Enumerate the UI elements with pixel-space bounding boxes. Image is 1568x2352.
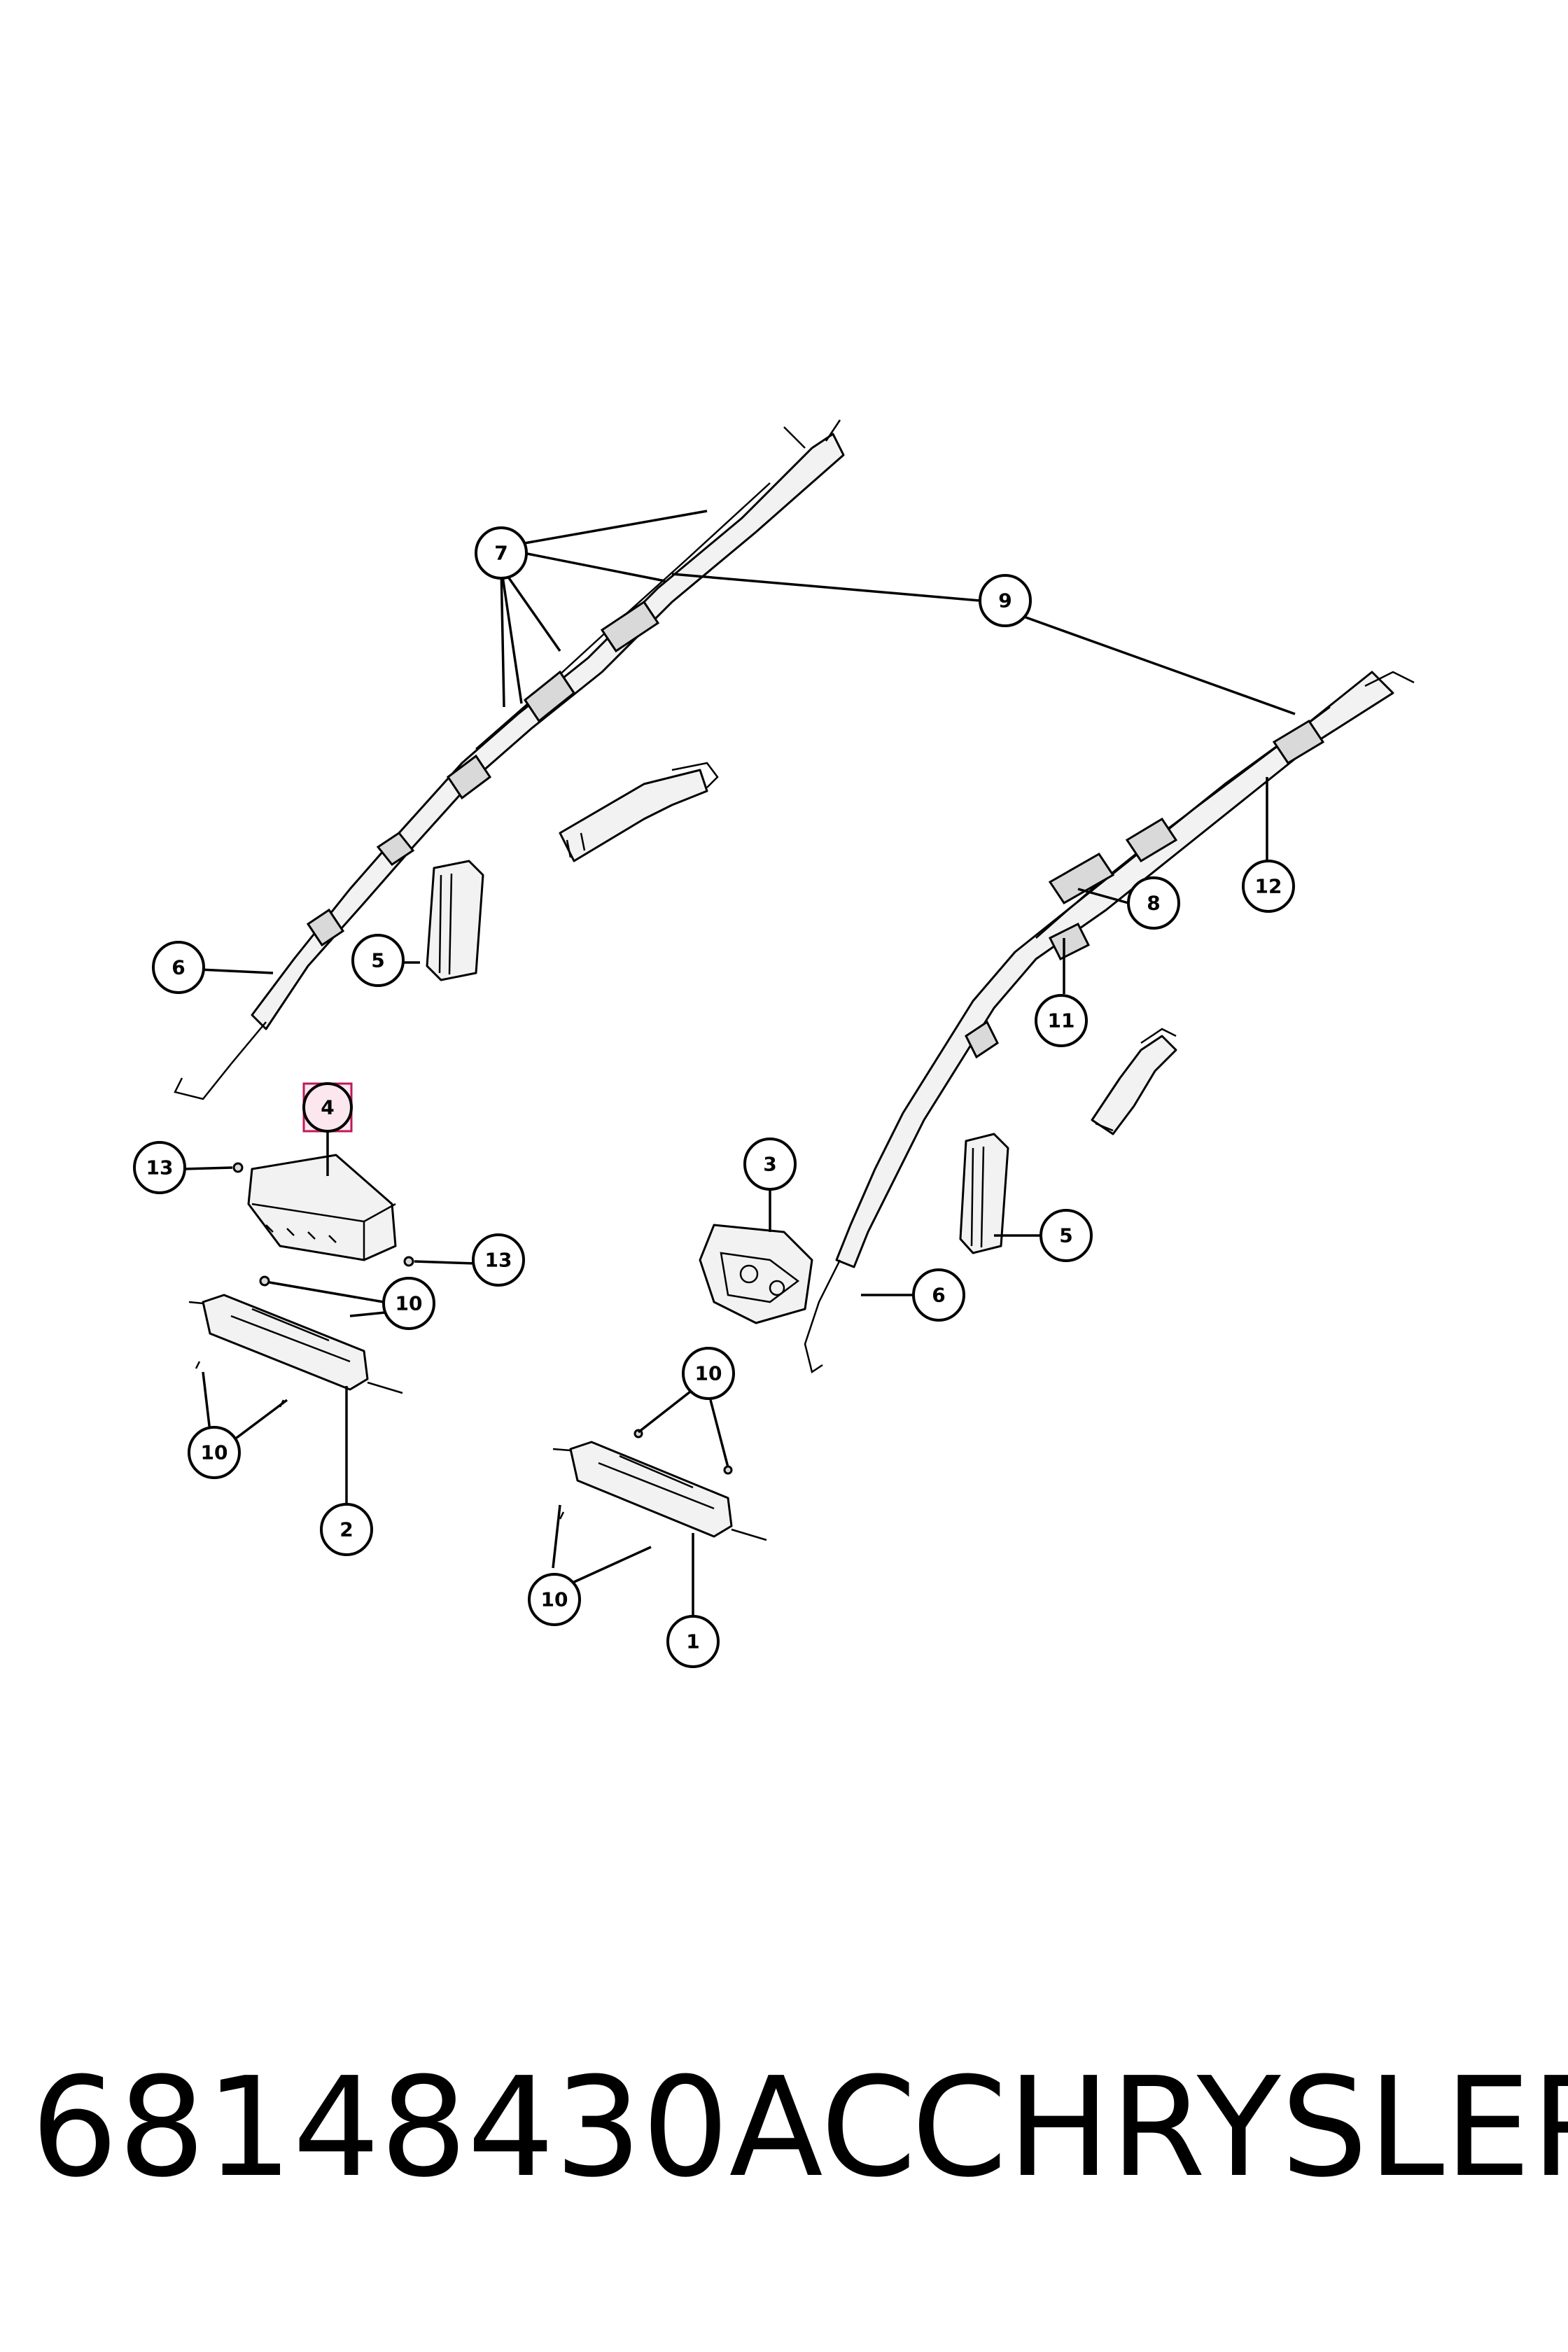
leader-lines — [183, 510, 1296, 1617]
callout-2: 2 — [320, 1503, 373, 1556]
fastener-13-left — [232, 1162, 244, 1173]
right-seat-airbag — [959, 1133, 1009, 1254]
callout-10-c: 10 — [682, 1347, 735, 1400]
svg-text:1: 1 — [686, 1630, 699, 1653]
callout-7: 7 — [475, 526, 528, 580]
svg-text:7: 7 — [494, 542, 507, 565]
clip-10-right — [723, 1465, 733, 1475]
svg-text:13: 13 — [485, 1249, 512, 1272]
callout-6-right: 6 — [912, 1268, 965, 1322]
callout-10-a: 10 — [382, 1277, 435, 1330]
part-number: 68148430AC — [31, 2048, 917, 2208]
callout-10-b: 10 — [188, 1426, 241, 1479]
svg-text:13: 13 — [146, 1156, 174, 1180]
svg-text:5: 5 — [371, 949, 384, 972]
callout-3: 3 — [743, 1138, 797, 1191]
svg-text:9: 9 — [998, 589, 1011, 612]
svg-text:10: 10 — [201, 1441, 228, 1464]
callout-4: 4 — [302, 1082, 353, 1133]
svg-text:5: 5 — [1059, 1224, 1072, 1247]
callout-5-right: 5 — [1040, 1209, 1093, 1262]
callout-13-right: 13 — [472, 1233, 525, 1287]
svg-text:11: 11 — [1048, 1009, 1075, 1032]
right-knee-airbag — [552, 1441, 767, 1541]
right-seat-hose — [1091, 1028, 1177, 1135]
left-seat-airbag — [426, 860, 484, 981]
svg-text:6: 6 — [172, 956, 185, 979]
callout-1: 1 — [666, 1615, 720, 1668]
svg-text:4: 4 — [321, 1096, 334, 1119]
passenger-airbag-module — [247, 1154, 397, 1287]
brand-name: CHRYSLER — [911, 2048, 1568, 2208]
callout-13-left: 13 — [133, 1141, 186, 1194]
right-curtain-airbag — [804, 671, 1415, 1374]
svg-text:10: 10 — [396, 1292, 423, 1315]
svg-text:3: 3 — [763, 1153, 776, 1176]
svg-text:12: 12 — [1255, 875, 1282, 898]
left-knee-airbag — [188, 1294, 403, 1408]
callout-8: 8 — [1127, 876, 1180, 930]
callout-6-left: 6 — [152, 941, 205, 994]
driver-airbag-module — [699, 1224, 813, 1324]
callout-5-left: 5 — [351, 934, 405, 987]
callout-11: 11 — [1035, 994, 1088, 1047]
left-curtain-airbag — [174, 419, 845, 1100]
footer: 68148430AC CHRYSLER — [0, 2051, 1568, 2205]
svg-text:8: 8 — [1147, 892, 1160, 915]
callout-12: 12 — [1242, 860, 1295, 913]
callout-10-d: 10 — [528, 1573, 581, 1626]
svg-text:10: 10 — [541, 1588, 568, 1611]
svg-text:2: 2 — [340, 1518, 353, 1541]
svg-text:10: 10 — [695, 1362, 722, 1385]
fastener-13-right — [403, 1256, 414, 1267]
left-seat-hose — [559, 762, 719, 862]
svg-text:6: 6 — [932, 1284, 945, 1307]
callout-9: 9 — [979, 574, 1032, 627]
